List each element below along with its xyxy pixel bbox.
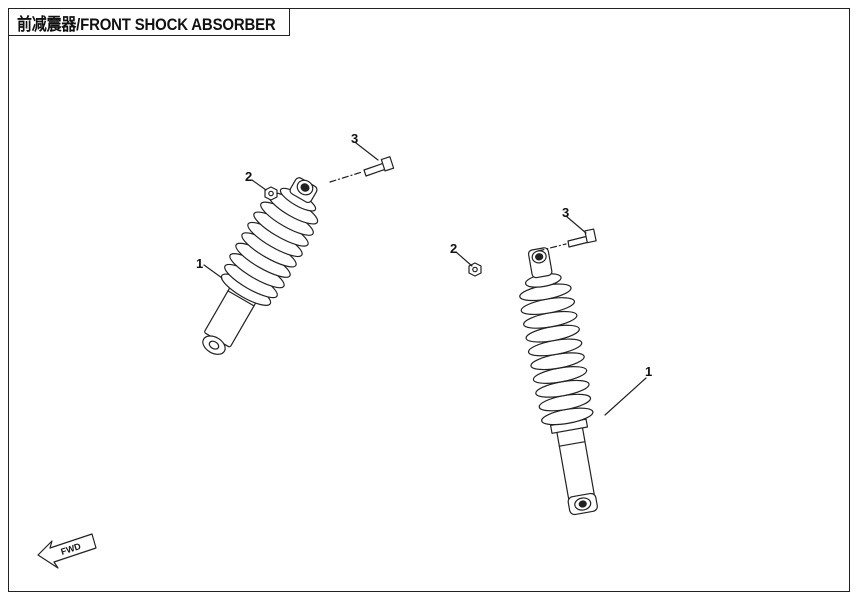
right-bolt-icon — [567, 228, 597, 248]
callout-right-bolt: 3 — [562, 205, 569, 220]
callout-right-nut: 2 — [450, 241, 457, 256]
title-box: 前减震器/FRONT SHOCK ABSORBER — [8, 8, 290, 36]
left-nut-icon — [264, 186, 278, 201]
callout-left-bolt: 3 — [351, 131, 358, 146]
fwd-arrow-icon: FWD — [37, 533, 97, 569]
left-bolt-icon — [363, 156, 395, 177]
drawing-frame — [8, 8, 850, 592]
callout-left-nut: 2 — [245, 169, 252, 184]
right-shock-absorber-icon — [519, 247, 598, 516]
callout-right-shock: 1 — [645, 364, 652, 379]
callout-left-shock: 1 — [196, 256, 203, 271]
page-title: 前减震器/FRONT SHOCK ABSORBER — [17, 14, 276, 34]
left-shock-absorber-icon — [202, 177, 319, 355]
